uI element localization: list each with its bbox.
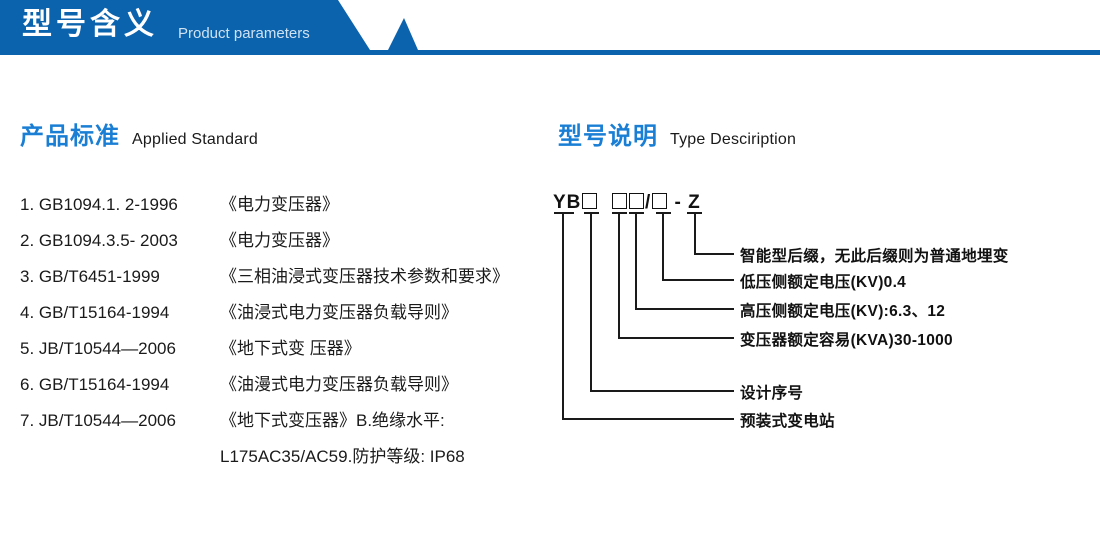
annotation-smart-suffix: 智能型后缀，无此后缀则为普通地埋变: [740, 248, 1009, 265]
model-code-prefix: YB: [553, 192, 582, 213]
standard-code: 1. GB1094.1. 2-1996: [20, 195, 178, 214]
leader-line-horizontal-design-serial: [590, 390, 734, 392]
leader-line-vertical-lv-voltage: [662, 212, 664, 280]
standard-list-item: 1. GB1094.1. 2-1996 《电力变压器》: [20, 190, 540, 226]
model-code-slash: /: [644, 192, 652, 213]
annotation-hv-voltage: 高压侧额定电压(KV):6.3、12: [740, 303, 946, 320]
standard-list-item: 4. GB/T15164-1994 《油浸式电力变压器负载导则》: [20, 298, 540, 334]
model-code-box: [611, 193, 627, 209]
banner-bottom-rule: [0, 50, 1100, 55]
leader-line-horizontal-lv-voltage: [662, 279, 734, 281]
section-heading-standard-en: Applied Standard: [132, 131, 258, 148]
standard-list-item: 2. GB1094.3.5- 2003 《电力变压器》: [20, 226, 540, 262]
standard-code: 5. JB/T10544—2006: [20, 339, 176, 358]
banner-background-shape: [0, 0, 370, 50]
page-header-banner: 型号含义 Product parameters: [0, 0, 1100, 58]
model-code-string: YB / - Z: [553, 192, 701, 214]
applied-standards-list: 1. GB1094.1. 2-1996 《电力变压器》 2. GB1094.3.…: [20, 190, 540, 482]
standard-title: 《油浸式电力变压器负载导则》: [220, 303, 458, 322]
model-code-dash: -: [674, 192, 682, 213]
section-heading-type-en: Type Desciription: [670, 131, 797, 148]
model-code-box: [628, 193, 644, 209]
annotation-design-serial: 设计序号: [740, 385, 804, 402]
annotation-prefab-station: 预装式变电站: [740, 413, 835, 430]
leader-line-vertical-smart-suffix: [694, 212, 696, 254]
section-heading-standard-cn: 产品标准: [20, 123, 120, 150]
section-heading-type-description: 型号说明 Type Desciription: [558, 116, 796, 151]
standard-continuation-text: L175AC35/AC59.防护等级: IP68: [220, 447, 465, 466]
standard-code: 6. GB/T15164-1994: [20, 375, 170, 394]
leader-line-horizontal-hv-voltage: [635, 308, 734, 310]
leader-line-horizontal-smart-suffix: [694, 253, 734, 255]
section-heading-applied-standard: 产品标准 Applied Standard: [20, 116, 258, 151]
leader-line-vertical-hv-voltage: [635, 212, 637, 309]
standard-list-item: 5. JB/T10544—2006 《地下式变 压器》: [20, 334, 540, 370]
standard-title: 《地下式变压器》B.绝缘水平:: [220, 411, 445, 430]
annotation-lv-voltage: 低压侧额定电压(KV)0.4: [740, 274, 907, 291]
standard-continuation-line: L175AC35/AC59.防护等级: IP68: [20, 442, 540, 482]
standard-list-item: 3. GB/T6451-1999 《三相油浸式变压器技术参数和要求》: [20, 262, 540, 298]
section-heading-type-cn: 型号说明: [558, 123, 658, 150]
standard-title: 《三相油浸式变压器技术参数和要求》: [220, 267, 509, 286]
model-code-box: [652, 193, 668, 209]
leader-line-horizontal-prefab-station: [562, 418, 734, 420]
leader-line-horizontal-rated-capacity: [618, 337, 734, 339]
leader-line-vertical-prefab-station: [562, 212, 564, 419]
standard-title: 《地下式变 压器》: [220, 339, 361, 358]
leader-line-vertical-rated-capacity: [618, 212, 620, 338]
standard-code: 2. GB1094.3.5- 2003: [20, 231, 178, 250]
banner-title-english: Product parameters: [178, 25, 310, 42]
type-code-diagram: YB / - Z 智能型后缀，无此后缀则为普通地埋变 低压侧额定电压(KV)0.…: [553, 192, 1008, 430]
model-code-box: [582, 193, 598, 209]
standard-code: 3. GB/T6451-1999: [20, 267, 160, 286]
standard-list-item: 7. JB/T10544—2006 《地下式变压器》B.绝缘水平:: [20, 406, 540, 442]
standard-title: 《油漫式电力变压器负载导则》: [220, 375, 458, 394]
standard-code: 7. JB/T10544—2006: [20, 411, 176, 430]
model-code-suffix: Z: [688, 192, 701, 213]
leader-line-vertical-design-serial: [590, 212, 592, 391]
banner-title-chinese: 型号含义: [22, 8, 158, 41]
code-underline-tick: [554, 212, 574, 214]
annotation-rated-capacity: 变压器额定容易(KVA)30-1000: [740, 332, 953, 349]
standard-list-item: 6. GB/T15164-1994 《油漫式电力变压器负载导则》: [20, 370, 540, 406]
standard-title: 《电力变压器》: [220, 195, 339, 214]
standard-code: 4. GB/T15164-1994: [20, 303, 170, 322]
standard-title: 《电力变压器》: [220, 231, 339, 250]
